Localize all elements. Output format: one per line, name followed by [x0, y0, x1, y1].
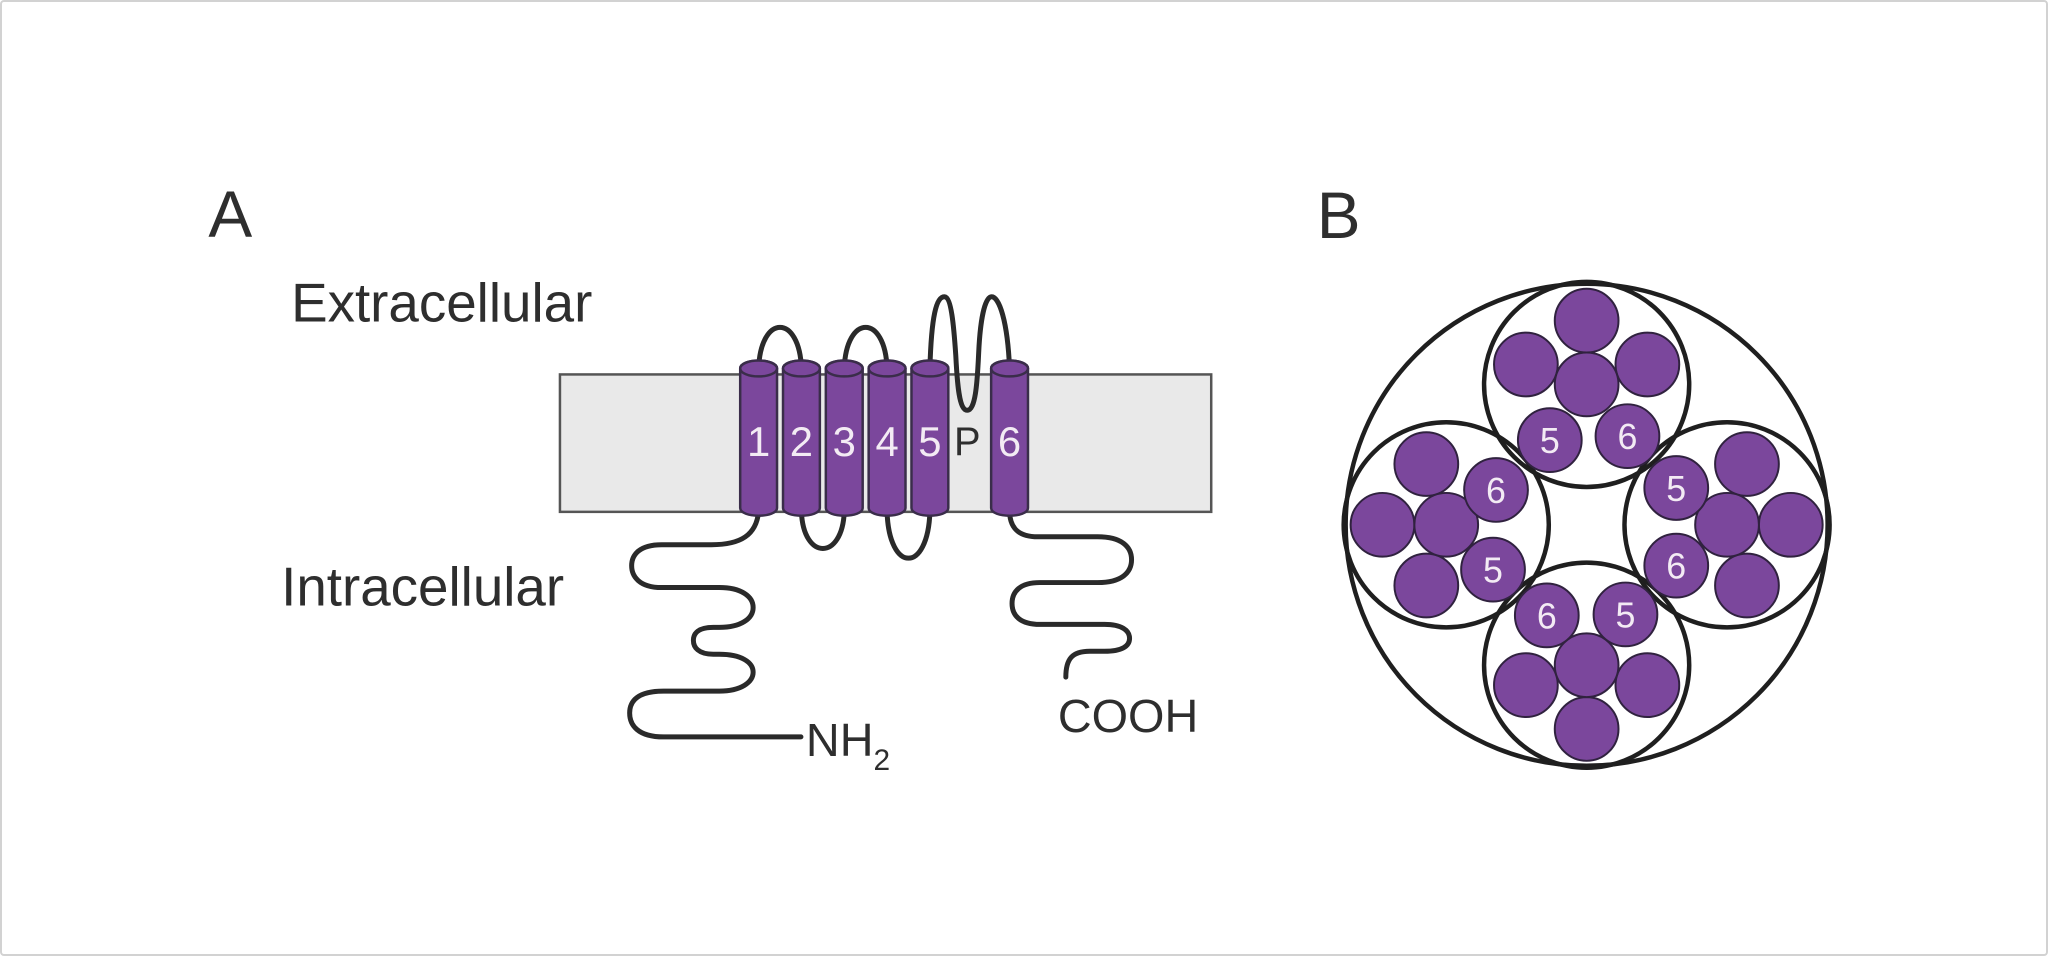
- segment-5-number: 5: [918, 418, 941, 465]
- subunit-top-helices: 5 6: [1493, 287, 1681, 474]
- helix-circle: [1553, 632, 1620, 699]
- helix-circle-s6: [1513, 582, 1580, 649]
- intracellular-loop-s4-s5: [884, 509, 933, 561]
- panel-b-label: B: [1317, 179, 1361, 252]
- helix-circle: [1714, 552, 1780, 619]
- helix-s6-label: 6: [1537, 596, 1557, 636]
- subunit-left-ring: [1341, 419, 1552, 630]
- segment-4: 4: [867, 359, 907, 517]
- helix-circle-s5: [1460, 536, 1526, 603]
- helix-circle-s6: [1463, 457, 1529, 523]
- segment-2-number: 2: [790, 418, 813, 465]
- n-terminus-subscript: 2: [874, 744, 891, 777]
- helix-circle: [1413, 491, 1480, 558]
- helix-circle: [1694, 491, 1760, 558]
- helix-circle-s5: [1516, 407, 1583, 474]
- helix-s5-label: 5: [1483, 551, 1503, 591]
- subunit-bottom-ring: [1481, 560, 1692, 771]
- n-terminus-tail: [627, 509, 804, 740]
- subunit-right-ring: [1622, 419, 1832, 630]
- segment-5-cap: [910, 359, 950, 378]
- segment-6-number: 6: [998, 418, 1021, 465]
- panel-b: B 5 6 6 5: [1317, 179, 1832, 771]
- extracellular-label: Extracellular: [291, 272, 592, 334]
- segment-1-number: 1: [747, 418, 770, 465]
- helix-circle: [1553, 351, 1620, 418]
- helix-circle-s6: [1594, 403, 1661, 470]
- helix-circle: [1614, 331, 1681, 398]
- extracellular-loop-s1-s2: [756, 325, 804, 371]
- helix-circle: [1714, 431, 1780, 497]
- pore-loop-label: P: [954, 420, 981, 464]
- segment-3-cap: [824, 359, 864, 378]
- panel-a: A Extracellular Intracellular 1 2: [208, 178, 1213, 777]
- helix-circle: [1393, 552, 1460, 619]
- helix-s6-label: 6: [1666, 547, 1686, 587]
- subunit-left-helices: 6 5: [1349, 431, 1529, 619]
- helix-circle: [1614, 652, 1681, 718]
- helix-s5-label: 5: [1666, 469, 1686, 509]
- helix-s6-label: 6: [1617, 417, 1637, 457]
- segment-2: 2: [781, 359, 822, 517]
- helix-circle: [1493, 652, 1559, 718]
- c-terminus-tail: [1007, 509, 1135, 680]
- segment-6-cap: [989, 359, 1030, 378]
- intracellular-loop-s2-s3: [798, 509, 847, 551]
- segment-2-cap: [781, 359, 822, 378]
- subunit-top-ring: [1481, 279, 1692, 490]
- segment-5: 5: [910, 359, 950, 517]
- intracellular-label: Intracellular: [281, 555, 564, 617]
- segment-3: 3: [824, 359, 864, 517]
- helix-circle-s5: [1643, 455, 1710, 521]
- subunit-bottom-helices: 6 5: [1493, 581, 1681, 762]
- helix-s5-label: 5: [1616, 595, 1636, 635]
- protein-backbone-loops: [627, 294, 1135, 740]
- pore-loop: [927, 294, 1013, 413]
- subunit-right-helices: 5 6: [1643, 431, 1824, 619]
- extracellular-loop-s3-s4: [841, 325, 890, 371]
- helix-circle-s5: [1592, 581, 1659, 648]
- helix-circle: [1553, 696, 1620, 762]
- helix-circle-s6: [1643, 532, 1710, 599]
- helix-circle: [1757, 491, 1824, 558]
- transmembrane-segments: 1 2 3 4 5: [738, 359, 1030, 517]
- segment-1: 1: [738, 359, 779, 517]
- n-terminus-text: NH: [806, 714, 874, 766]
- helix-circle: [1493, 331, 1559, 398]
- helix-s6-label: 6: [1486, 471, 1506, 511]
- panel-a-label: A: [208, 178, 252, 251]
- n-terminus-label: NH2: [806, 714, 890, 777]
- helix-circle: [1553, 287, 1620, 354]
- helix-circle: [1349, 491, 1416, 558]
- segment-6: 6: [989, 359, 1030, 517]
- segment-4-cap: [867, 359, 907, 378]
- helix-s5-label: 5: [1540, 421, 1560, 461]
- segment-1-cap: [738, 359, 779, 378]
- segment-3-number: 3: [833, 418, 856, 465]
- segment-4-number: 4: [875, 418, 898, 465]
- c-terminus-label: COOH: [1058, 690, 1198, 742]
- helix-circle: [1393, 431, 1460, 497]
